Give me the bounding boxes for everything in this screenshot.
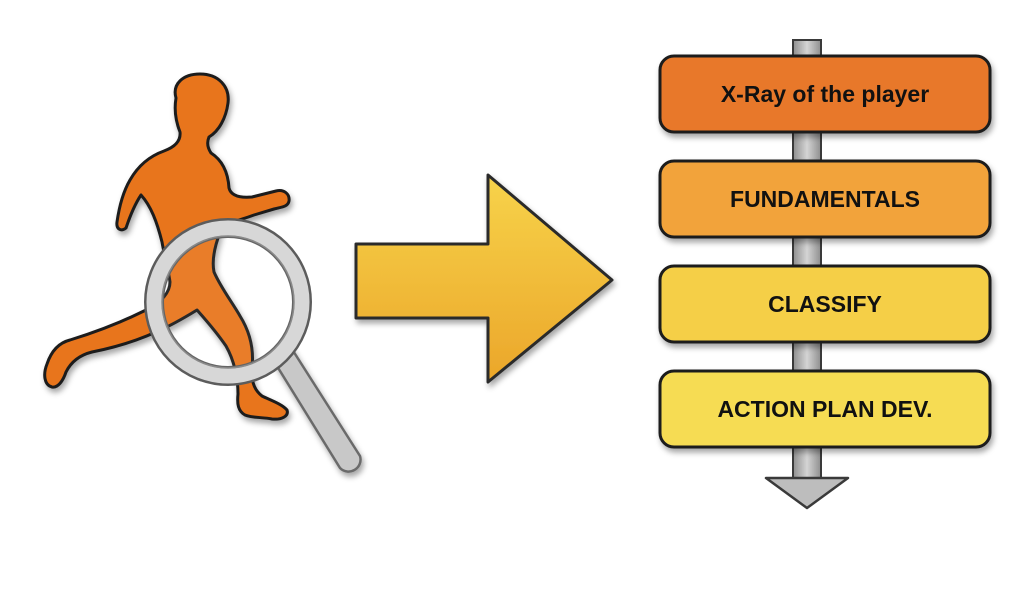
process-step-label: ACTION PLAN DEV. [717,396,932,422]
process-step-4: ACTION PLAN DEV. [658,369,992,449]
process-step-box [658,54,992,134]
process-step-label: CLASSIFY [768,291,882,317]
process-step-box [658,159,992,239]
process-step-box [658,369,992,449]
process-step-label: X-Ray of the player [721,81,929,107]
process-step-2: FUNDAMENTALS [658,159,992,239]
process-step-1: X-Ray of the player [658,54,992,134]
magnifying-glass-icon [144,218,362,473]
down-arrow-icon [764,476,850,510]
right-arrow-icon [354,173,614,384]
process-step-label: FUNDAMENTALS [730,186,920,212]
process-step-3: CLASSIFY [658,264,992,344]
process-step-box [658,264,992,344]
